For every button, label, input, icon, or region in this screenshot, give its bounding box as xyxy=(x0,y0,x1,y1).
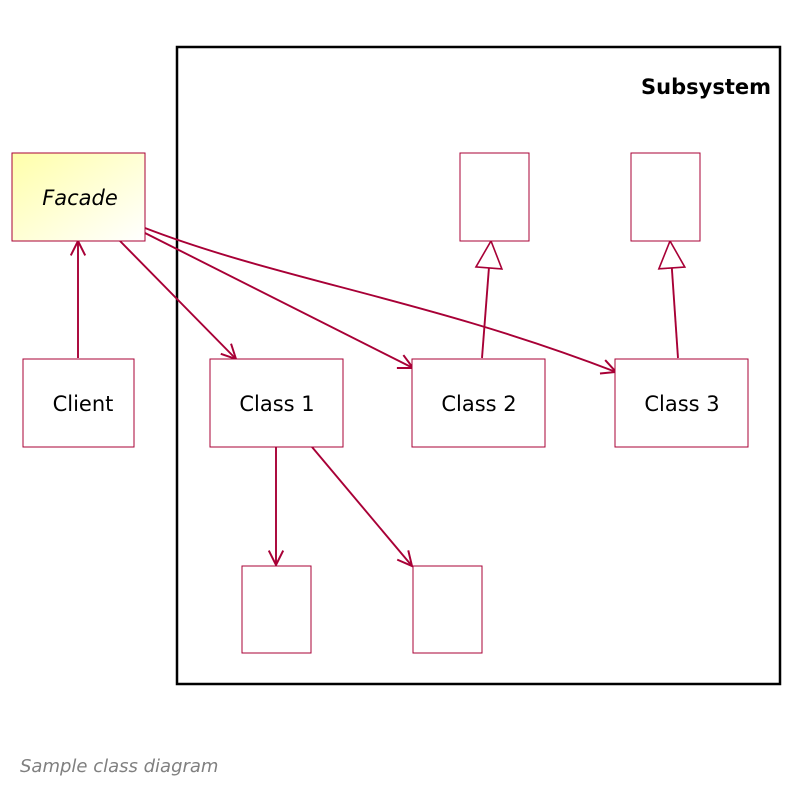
parent2-box xyxy=(459,152,530,242)
class1-node[interactable]: Class 1 xyxy=(209,358,344,448)
relations xyxy=(78,227,687,566)
client-box xyxy=(22,358,135,448)
class1-box xyxy=(209,358,344,448)
class2-node[interactable]: Class 2 xyxy=(411,358,546,448)
parent3-box xyxy=(630,152,701,242)
dep1-node[interactable] xyxy=(241,565,312,654)
client-node[interactable]: Client xyxy=(22,358,135,448)
facade-box xyxy=(11,152,146,242)
dep2-box xyxy=(412,565,483,654)
edge-class1-to-dep2 xyxy=(311,446,412,566)
dep2-node[interactable] xyxy=(412,565,483,654)
class3-box xyxy=(614,358,749,448)
facade-label: Facade xyxy=(42,186,118,210)
class3-node[interactable]: Class 3 xyxy=(614,358,749,448)
edge-facade-to-class2 xyxy=(144,232,413,368)
edge-facade-to-class1 xyxy=(119,240,236,359)
subsystem-frame xyxy=(175,45,782,686)
parent2-node[interactable] xyxy=(459,152,530,242)
parent3-node[interactable] xyxy=(630,152,701,242)
subsystem-package: Subsystem xyxy=(175,45,782,686)
class1-label: Class 1 xyxy=(239,392,314,416)
edge-class2-extends-parent2 xyxy=(474,239,504,359)
class3-label: Class 3 xyxy=(644,392,719,416)
class2-box xyxy=(411,358,546,448)
diagram-caption: Sample class diagram xyxy=(20,756,219,777)
class2-label: Class 2 xyxy=(441,392,516,416)
facade-node[interactable]: Facade xyxy=(11,152,146,242)
client-label: Client xyxy=(53,392,114,416)
subsystem-title: Subsystem xyxy=(641,75,771,99)
edge-facade-to-class3 xyxy=(144,227,616,372)
edge-class3-extends-parent3 xyxy=(657,239,687,359)
dep1-box xyxy=(241,565,312,654)
